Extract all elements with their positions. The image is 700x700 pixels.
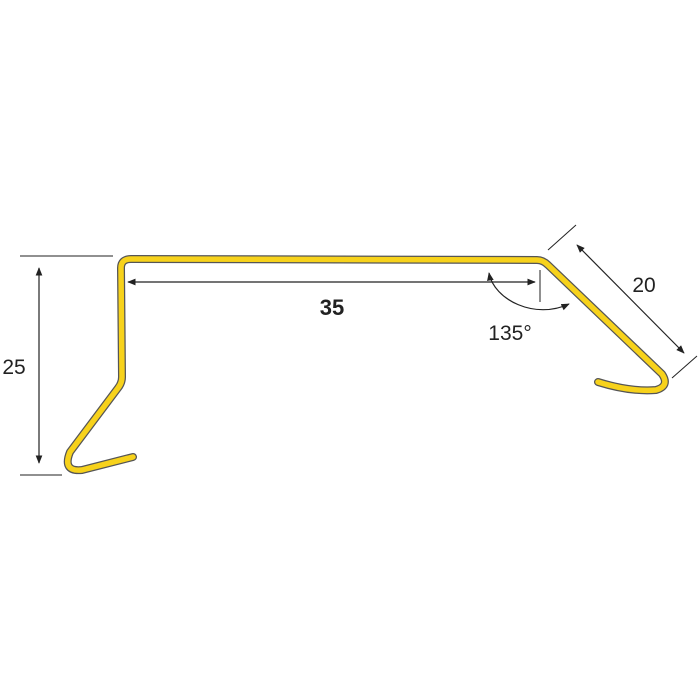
flange-extension-top xyxy=(547,224,577,251)
width-dimension: 35 xyxy=(127,270,541,320)
flange-extension-bottom xyxy=(671,355,698,379)
height-dimension: 25 xyxy=(2,255,113,476)
metal-profile xyxy=(63,255,669,475)
profile-body xyxy=(65,256,668,473)
flange-dimension: 20 xyxy=(547,224,698,379)
height-label: 25 xyxy=(2,356,25,379)
flange-label: 20 xyxy=(632,274,655,297)
angle-arc xyxy=(487,272,570,311)
angle-label: 135° xyxy=(488,322,531,345)
flange-dimension-line xyxy=(576,244,685,354)
angle-dimension: 135° xyxy=(487,272,570,345)
width-label: 35 xyxy=(320,295,344,320)
